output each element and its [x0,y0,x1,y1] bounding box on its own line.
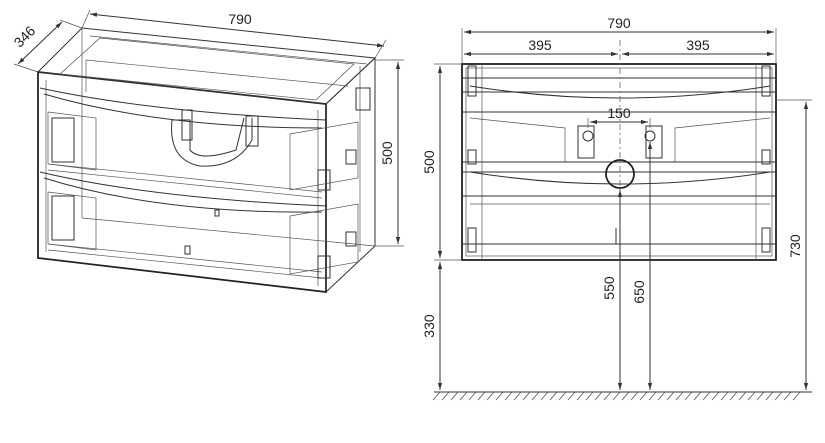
floor-hatch-line [747,391,756,401]
dimension-tap-spacing: 150 [587,105,651,128]
floor-hatch-line [441,391,450,401]
floor-hatch-line [495,391,504,401]
front-cabinet [461,63,777,261]
cabinet-body [36,27,377,294]
dimension-mount-height: 330 [421,262,443,390]
floor-hatch-line [621,391,630,401]
dimension-width: 790 [81,9,387,59]
floor-hatch-line [513,391,522,401]
drawer-runners [51,87,371,279]
floor-hatch-line [729,391,738,401]
floor-hatch-line [549,391,558,401]
floor-hatch-line [450,391,459,401]
tap-height-label: 650 [631,280,647,304]
floor-hatch-line [630,391,639,401]
floor-hatch-line [459,391,468,401]
floor-hatch-line [666,391,675,401]
floor-hatch-line [612,391,621,401]
total-width-label: 790 [607,15,631,31]
floor-hatch-line [765,391,774,401]
floor-hatch-line [522,391,531,401]
floor-hatch-line [702,391,711,401]
floor-hatch-line [738,391,747,401]
floor-hatch-line [711,391,720,401]
drain-height-label: 550 [601,276,617,300]
floor-hatch-line [477,391,486,401]
floor-hatch-line [675,391,684,401]
floor-hatch-line [531,391,540,401]
floor-hatch-line [648,391,657,401]
front-view: 790 395 395 150 500 330 [421,15,812,401]
floor-hatch-line [432,391,441,401]
floor-hatch-line [585,391,594,401]
floor-hatch-line [576,391,585,401]
perspective-view: 790 346 500 [11,9,404,294]
floor-hatch-line [756,391,765,401]
floor-hatch-line [783,391,792,401]
dimension-drain-height: 550 [601,190,623,390]
floor-hatch-line [693,391,702,401]
tap-spacing-label: 150 [607,105,631,121]
floor-hatch-line [657,391,666,401]
floor-hatch-line [792,391,801,401]
body-height-label: 500 [421,150,437,174]
depth-label: 346 [11,22,39,50]
top-height-label: 730 [787,234,803,258]
half-left-label: 395 [528,37,552,53]
floor-hatch-line [774,391,783,401]
floor-hatch-line [468,391,477,401]
dimension-top-height: 730 [776,99,812,390]
dimension-body-height: 500 [421,63,462,261]
floor-hatch-line [594,391,603,401]
width-label: 790 [228,11,252,27]
dimension-tap-height: 650 [631,142,653,390]
floor-hatch-line [639,391,648,401]
height-label: 500 [379,141,395,165]
dimension-total-width: 790 [461,15,777,64]
dimension-height: 500 [375,59,404,247]
top-drawer [39,87,359,199]
floor-hatch-line [558,391,567,401]
floor-line [432,391,812,401]
bottom-drawer [39,171,359,279]
floor-hatch-line [504,391,513,401]
mount-height-label: 330 [421,314,437,338]
floor-hatch-line [486,391,495,401]
floor-hatch-line [540,391,549,401]
floor-hatch-line [603,391,612,401]
floor-hatch-line [567,391,576,401]
half-right-label: 395 [686,37,710,53]
dimension-half-widths: 395 395 [464,37,774,57]
floor-hatch-line [720,391,729,401]
floor-hatch-line [684,391,693,401]
drain-circle [605,159,635,189]
